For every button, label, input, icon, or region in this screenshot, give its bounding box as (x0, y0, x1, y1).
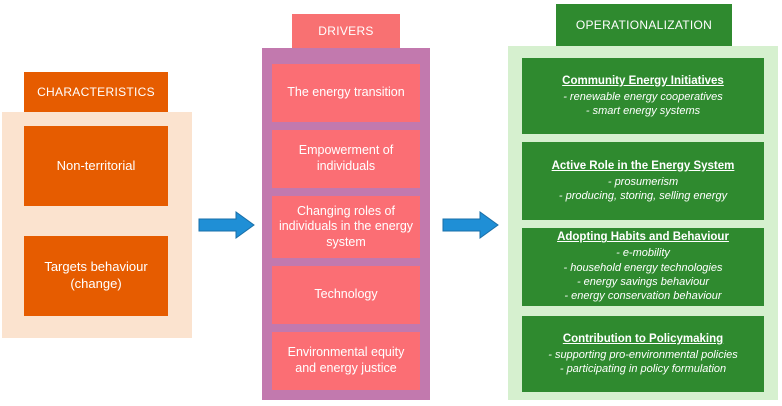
operationalization-item: - prosumerism (607, 175, 679, 188)
driver-label: Environmental equity and energy justice (287, 345, 405, 375)
operationalization-item: - energy conservation behaviour (564, 290, 722, 303)
operationalization-box: Community Energy Initiatives - renewable… (522, 58, 764, 134)
operationalization-box: Adopting Habits and Behaviour - e-mobili… (522, 228, 764, 306)
operationalization-item: - renewable energy cooperatives (563, 90, 723, 103)
operationalization-item: - energy savings behaviour (576, 275, 710, 288)
operationalization-heading: Adopting Habits and Behaviour (557, 231, 729, 244)
right-arrow-icon (198, 211, 255, 239)
drivers-title: DRIVERS (292, 14, 400, 48)
driver-box: Technology (272, 266, 420, 324)
characteristic-label: Targets behaviour (change) (44, 259, 148, 291)
operationalization-box: Active Role in the Energy System - prosu… (522, 142, 764, 220)
driver-box: The energy transition (272, 64, 420, 122)
operationalization-item: - producing, storing, selling energy (558, 189, 728, 202)
driver-label: Empowerment of individuals (298, 143, 394, 173)
characteristics-title: CHARACTERISTICS (24, 72, 168, 112)
right-arrow-icon (442, 211, 499, 239)
characteristic-box: Targets behaviour (change) (24, 236, 168, 316)
operationalization-heading: Contribution to Policymaking (562, 332, 724, 345)
operationalization-title: OPERATIONALIZATION (556, 4, 732, 46)
operationalization-item: - supporting pro-environmental policies (548, 348, 738, 361)
operationalization-box: Contribution to Policymaking - supportin… (522, 316, 764, 392)
operationalization-item: - household energy technologies (563, 261, 723, 274)
driver-label: Changing roles of individuals in the ene… (278, 203, 414, 249)
operationalization-heading: Active Role in the Energy System (551, 159, 735, 172)
operationalization-item: - smart energy systems (585, 104, 701, 117)
operationalization-heading: Community Energy Initiatives (562, 74, 724, 87)
characteristic-box: Non-territorial (24, 126, 168, 206)
operationalization-item: - e-mobility (616, 247, 670, 260)
driver-label: Technology (314, 287, 378, 302)
driver-box: Empowerment of individuals (272, 130, 420, 188)
driver-label: The energy transition (287, 85, 405, 100)
characteristic-label: Non-territorial (56, 157, 136, 173)
operationalization-item: - participating in policy formulation (559, 362, 727, 375)
driver-box: Environmental equity and energy justice (272, 332, 420, 390)
driver-box: Changing roles of individuals in the ene… (272, 196, 420, 258)
